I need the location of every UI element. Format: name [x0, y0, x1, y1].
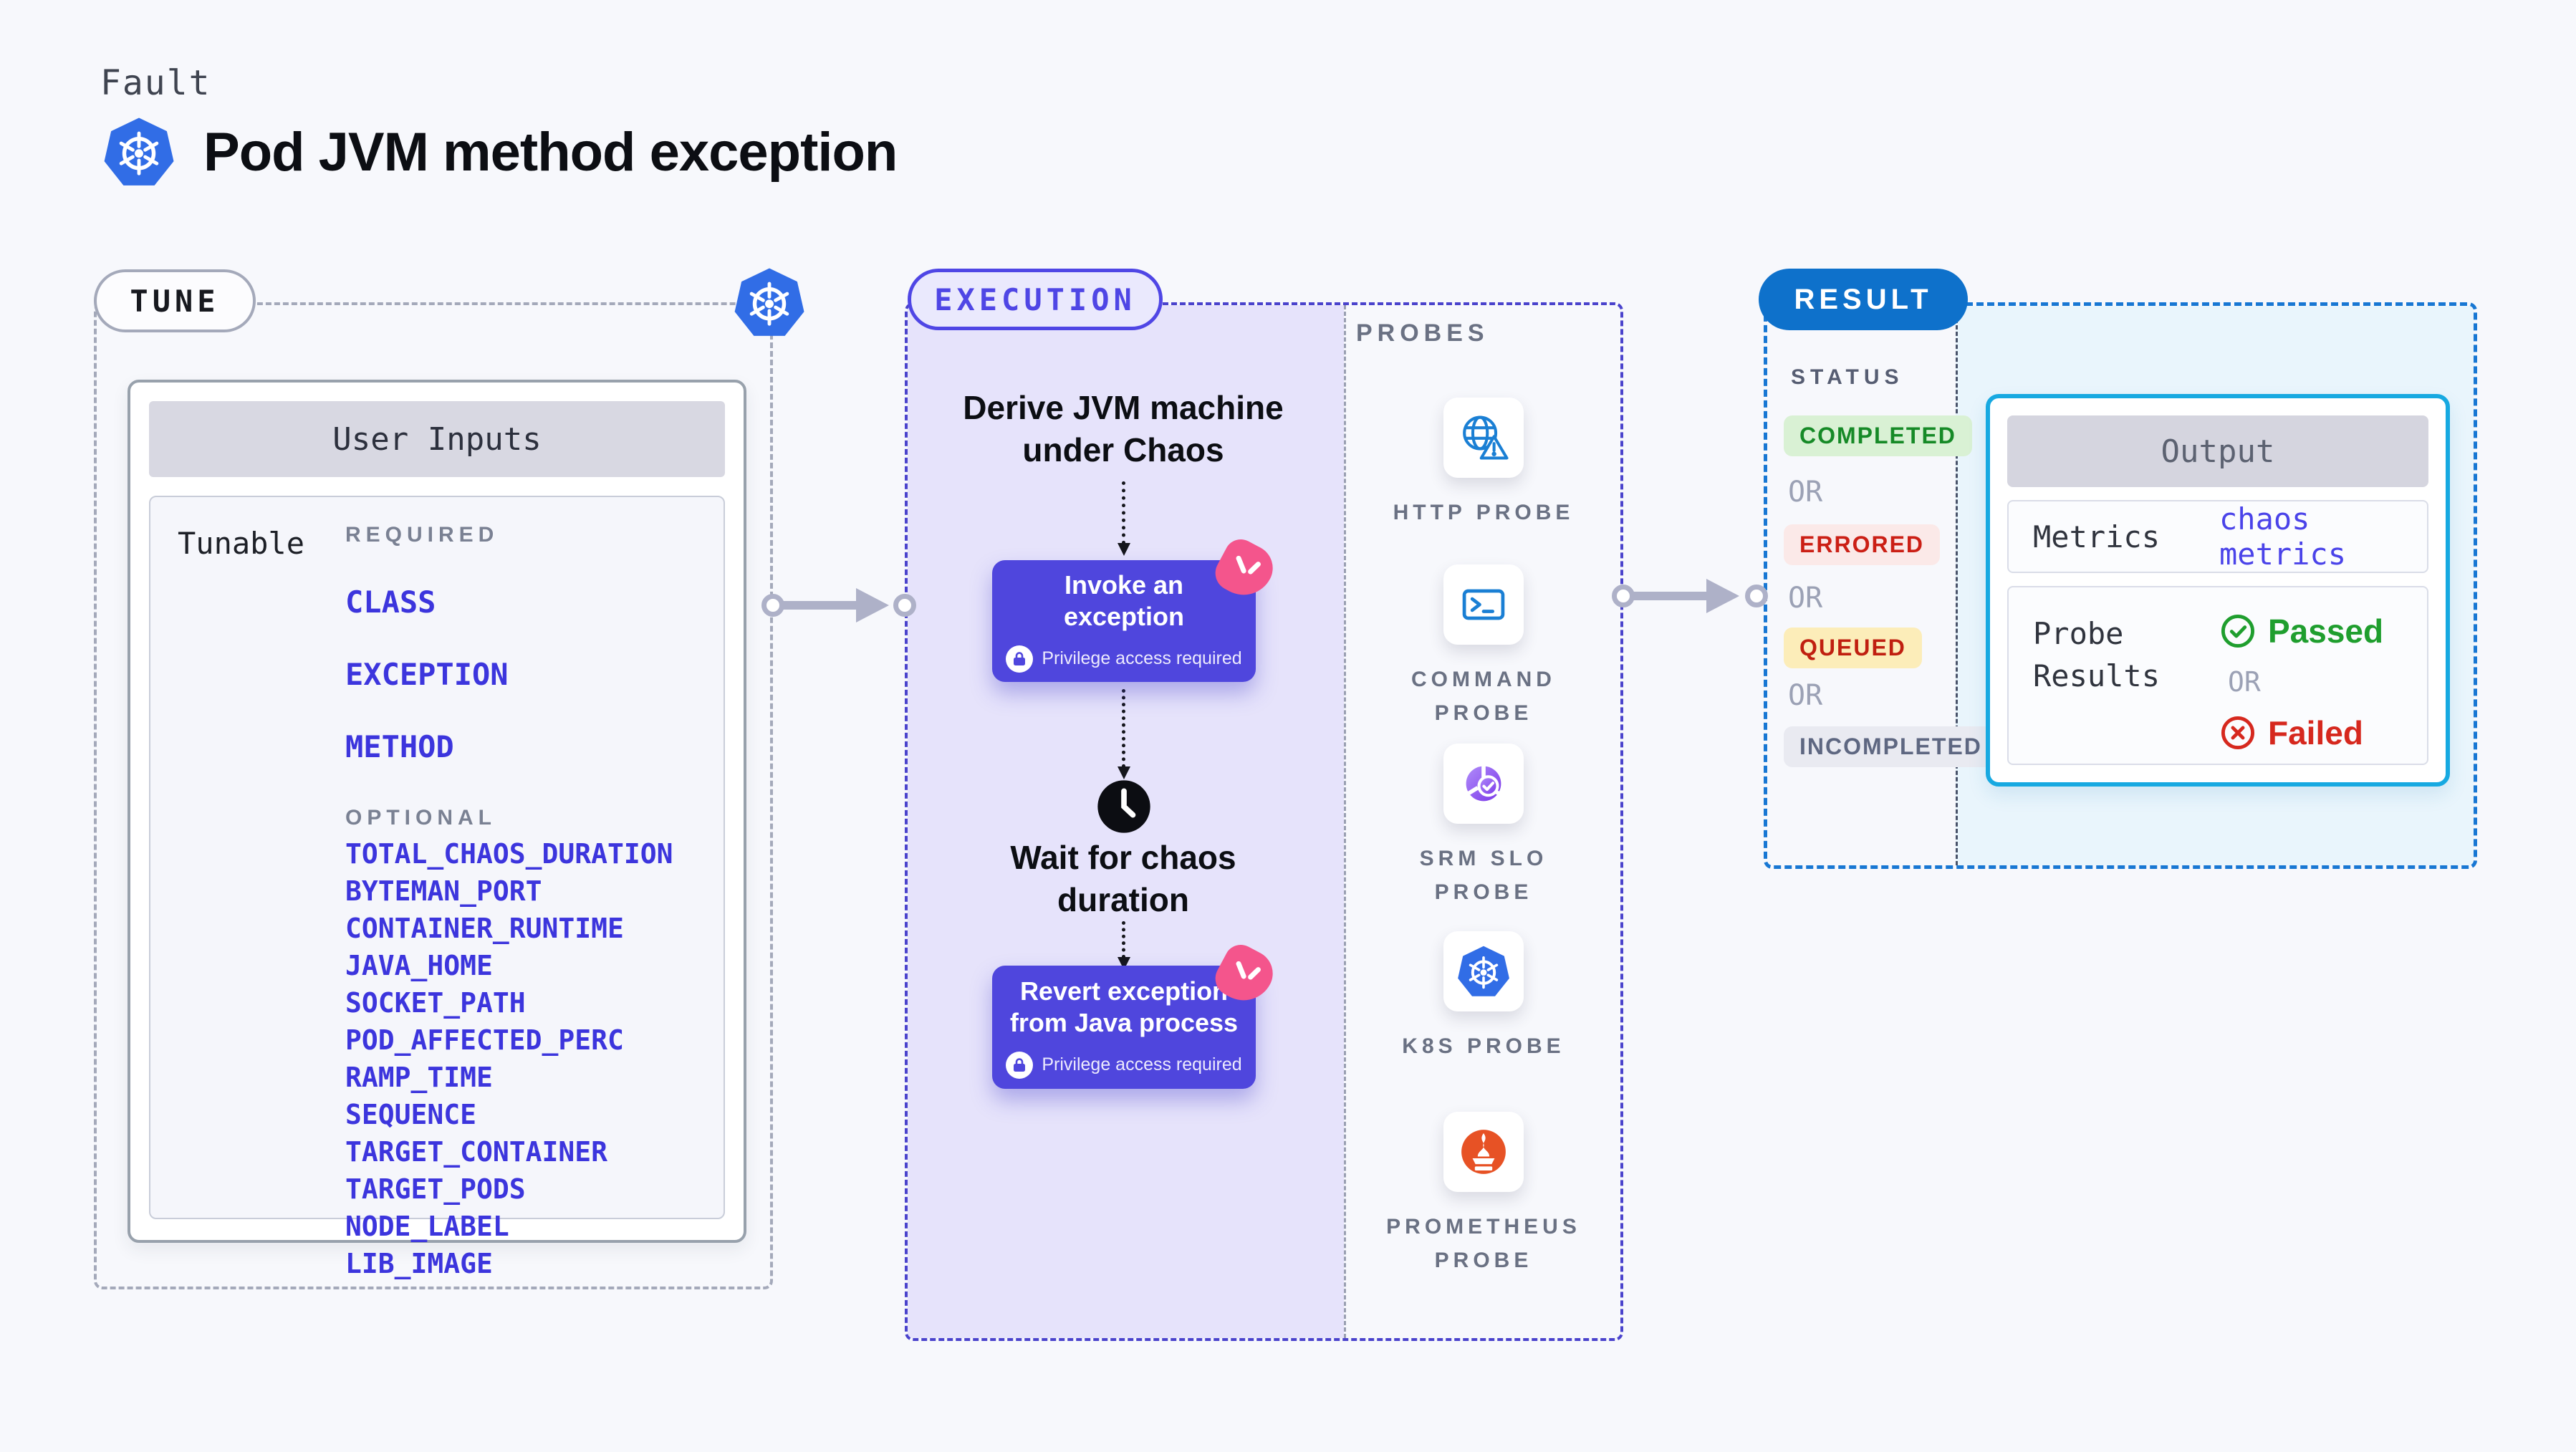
tunable-item: TARGET_CONTAINER: [345, 1136, 608, 1168]
revert-exception-step: Revert exception from Java process Privi…: [992, 938, 1282, 1089]
execution-badge: EXECUTION: [908, 269, 1163, 330]
tunable-item: SOCKET_PATH: [345, 987, 526, 1019]
metrics-row: Metrics chaos metrics: [2007, 500, 2428, 573]
tunable-item: POD_AFFECTED_PERC: [345, 1024, 624, 1056]
probe-label: COMMAND PROBE: [1411, 668, 1556, 725]
lock-icon: [1006, 1051, 1034, 1079]
k8s-probe-icon: [1443, 931, 1524, 1011]
tunable-item: TOTAL_CHAOS_DURATION: [345, 838, 673, 870]
tunable-label: Tunable: [178, 526, 305, 561]
probe-item: COMMAND PROBE: [1369, 564, 1598, 730]
failed-verdict: Failed: [2219, 713, 2363, 752]
optional-label: OPTIONAL: [345, 806, 496, 830]
invoke-exception-step: Invoke an exception Privilege access req…: [992, 533, 1282, 682]
tunable-item: RAMP_TIME: [345, 1062, 493, 1093]
probes-divider: [1344, 305, 1346, 1338]
probe-item: SRM SLO PROBE: [1369, 744, 1598, 909]
probe-item: PROMETHEUS PROBE: [1369, 1112, 1598, 1277]
probe-verdicts: Passed OR Failed: [2219, 612, 2383, 752]
derive-step-label: Derive JVM machine under Chaos: [963, 389, 1284, 468]
kubernetes-icon: [104, 117, 174, 186]
tunable-item: CONTAINER_RUNTIME: [345, 913, 624, 944]
privilege-note: Privilege access required: [1006, 1051, 1242, 1079]
probe-label: K8S PROBE: [1402, 1034, 1565, 1058]
flow-connector: [1118, 481, 1130, 556]
probe-item: HTTP PROBE: [1369, 398, 1598, 530]
kubernetes-icon: [734, 268, 804, 336]
user-inputs-header: User Inputs: [149, 401, 725, 477]
probe-results-row: Probe Results Passed OR Failed: [2007, 586, 2428, 765]
probe-results-label: Probe Results: [2033, 616, 2161, 693]
or-separator: OR: [1788, 582, 1823, 615]
fault-eyebrow: Fault: [100, 63, 211, 103]
tunable-item: TARGET_PODS: [345, 1173, 526, 1205]
tunable-item: JAVA_HOME: [345, 950, 493, 981]
x-circle-icon: [2221, 716, 2255, 750]
status-badge-queued: QUEUED: [1784, 628, 1922, 668]
output-card: Output Metrics chaos metrics Probe Resul…: [1986, 394, 2450, 787]
tunable-item: BYTEMAN_PORT: [345, 875, 542, 907]
command-probe-icon: [1443, 564, 1524, 645]
probe-item: K8S PROBE: [1369, 931, 1598, 1064]
output-header: Output: [2007, 415, 2428, 487]
required-label: REQUIRED: [345, 523, 499, 547]
srm-slo-probe-icon: [1443, 744, 1524, 824]
page-title: Pod JVM method exception: [203, 121, 898, 183]
status-badge-incompleted: INCOMPLETED: [1784, 726, 1998, 767]
wait-step-label: Wait for chaos duration: [1010, 839, 1236, 918]
flow-connector: [1118, 921, 1130, 970]
http-probe-icon: [1443, 398, 1524, 478]
privilege-note: Privilege access required: [1006, 645, 1242, 673]
status-label: STATUS: [1791, 365, 1904, 389]
lock-icon: [1006, 645, 1034, 673]
probe-label: SRM SLO PROBE: [1419, 847, 1548, 904]
status-badge-errored: ERRORED: [1784, 524, 1941, 565]
invoke-exception-label: Invoke an exception: [1063, 570, 1185, 631]
flow-connector: [1118, 689, 1130, 779]
or-separator: OR: [1788, 476, 1823, 509]
user-inputs-card: User Inputs Tunable REQUIRED CLASS EXCEP…: [128, 380, 746, 1277]
tunables-list: REQUIRED CLASS EXCEPTION METHOD OPTIONAL…: [345, 523, 673, 1277]
result-badge: RESULT: [1759, 269, 1968, 330]
or-separator: OR: [1788, 679, 1823, 712]
probes-label: PROBES: [1356, 319, 1489, 347]
tunable-item: EXCEPTION: [345, 657, 509, 692]
tune-zone: [94, 302, 773, 1289]
tunables-panel: Tunable REQUIRED CLASS EXCEPTION METHOD …: [149, 496, 725, 1277]
page-title-row: Pod JVM method exception: [100, 113, 898, 191]
tunable-item: SEQUENCE: [345, 1099, 477, 1130]
revert-exception-label: Revert exception from Java process: [1009, 976, 1239, 1037]
probe-label: PROMETHEUS PROBE: [1386, 1215, 1581, 1272]
prometheus-probe-icon: [1443, 1112, 1524, 1192]
status-badge-completed: COMPLETED: [1784, 415, 1972, 456]
check-circle-icon: [2221, 614, 2255, 648]
tunable-item: LIB_IMAGE: [345, 1248, 493, 1279]
tunable-item: METHOD: [345, 729, 454, 764]
metrics-label: Metrics: [2033, 519, 2161, 554]
result-divider: [1956, 306, 1958, 865]
or-separator: OR: [2228, 666, 2261, 698]
tunable-item: CLASS: [345, 585, 436, 620]
probe-label: HTTP PROBE: [1393, 501, 1575, 524]
tune-badge: TUNE: [94, 269, 256, 332]
metrics-value: chaos metrics: [2219, 501, 2347, 572]
tunable-item: NODE_LABEL: [345, 1211, 509, 1242]
clock-icon: [1097, 780, 1150, 833]
passed-verdict: Passed: [2219, 612, 2383, 650]
